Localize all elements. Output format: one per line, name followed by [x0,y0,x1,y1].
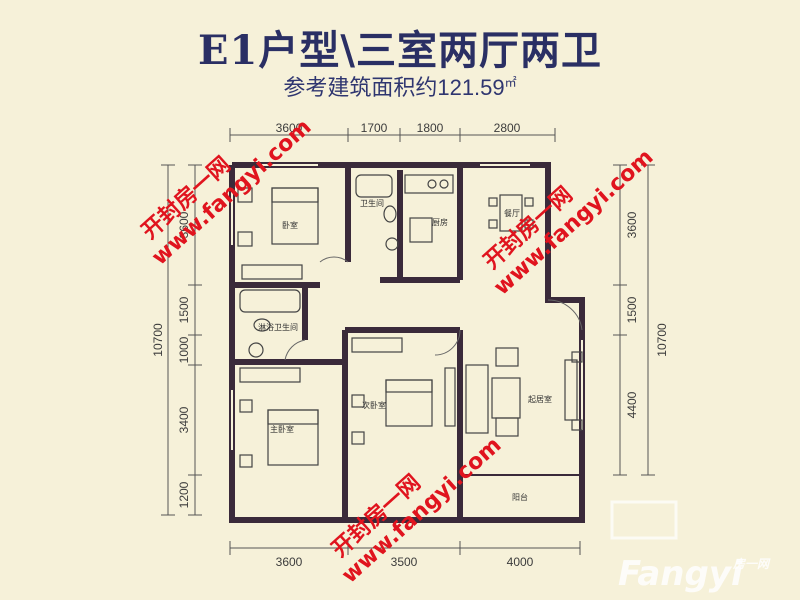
dim-left-5: 1200 [177,481,191,508]
page-subtitle: 参考建筑面积约121.59㎡ [0,70,800,102]
dim-top-1: 3600 [276,121,303,135]
door-swings [284,256,583,361]
dimension-lines [161,128,655,555]
watermark-url: www.fangyi.com [337,433,506,589]
dim-left-2: 1500 [177,296,191,323]
room-label-bath-top: 卫生间 [360,198,384,208]
balcony-outline [459,474,583,521]
dim-left-1: 3600 [177,211,191,238]
room-label-bath-left: 淋浴卫生间 [258,322,298,332]
room-label-balcony: 阳台 [512,492,528,502]
room-label-dining: 餐厅 [504,209,520,218]
dim-right-2: 1500 [625,296,639,323]
dim-right-3: 4400 [625,391,639,418]
page-title: E1户型\三室两厅两卫 [198,27,602,74]
area-unit: ㎡ [504,75,517,90]
dim-right-1: 3600 [625,211,639,238]
room-label-kitchen: 厨房 [432,217,448,227]
dim-left-4: 3400 [177,406,191,433]
room-label-living: 起居室 [528,394,552,404]
area-text: 参考建筑面积约121.59 [283,75,505,100]
room-label-master-bedroom: 主卧室 [270,424,294,434]
windows [231,164,583,450]
furniture [237,174,583,468]
dim-bottom-3: 4000 [507,555,534,569]
logo-suffix: 房一网 [732,557,771,571]
dim-top-2: 1700 [361,121,388,135]
logo-main: Fangyi [618,554,744,594]
dim-bottom-1: 3600 [276,555,303,569]
dim-top-4: 2800 [494,121,521,135]
room-label-bedroom: 卧室 [282,220,298,230]
dim-left-total: 10700 [151,323,165,357]
dim-top-3: 1800 [417,121,444,135]
fangyi-logo: Fangyi 房一网 [610,500,771,594]
dim-bottom-2: 3500 [391,555,418,569]
room-label-second-bedroom: 次卧室 [362,400,386,410]
dim-right-total: 10700 [655,323,669,357]
dim-left-3: 1000 [177,336,191,363]
